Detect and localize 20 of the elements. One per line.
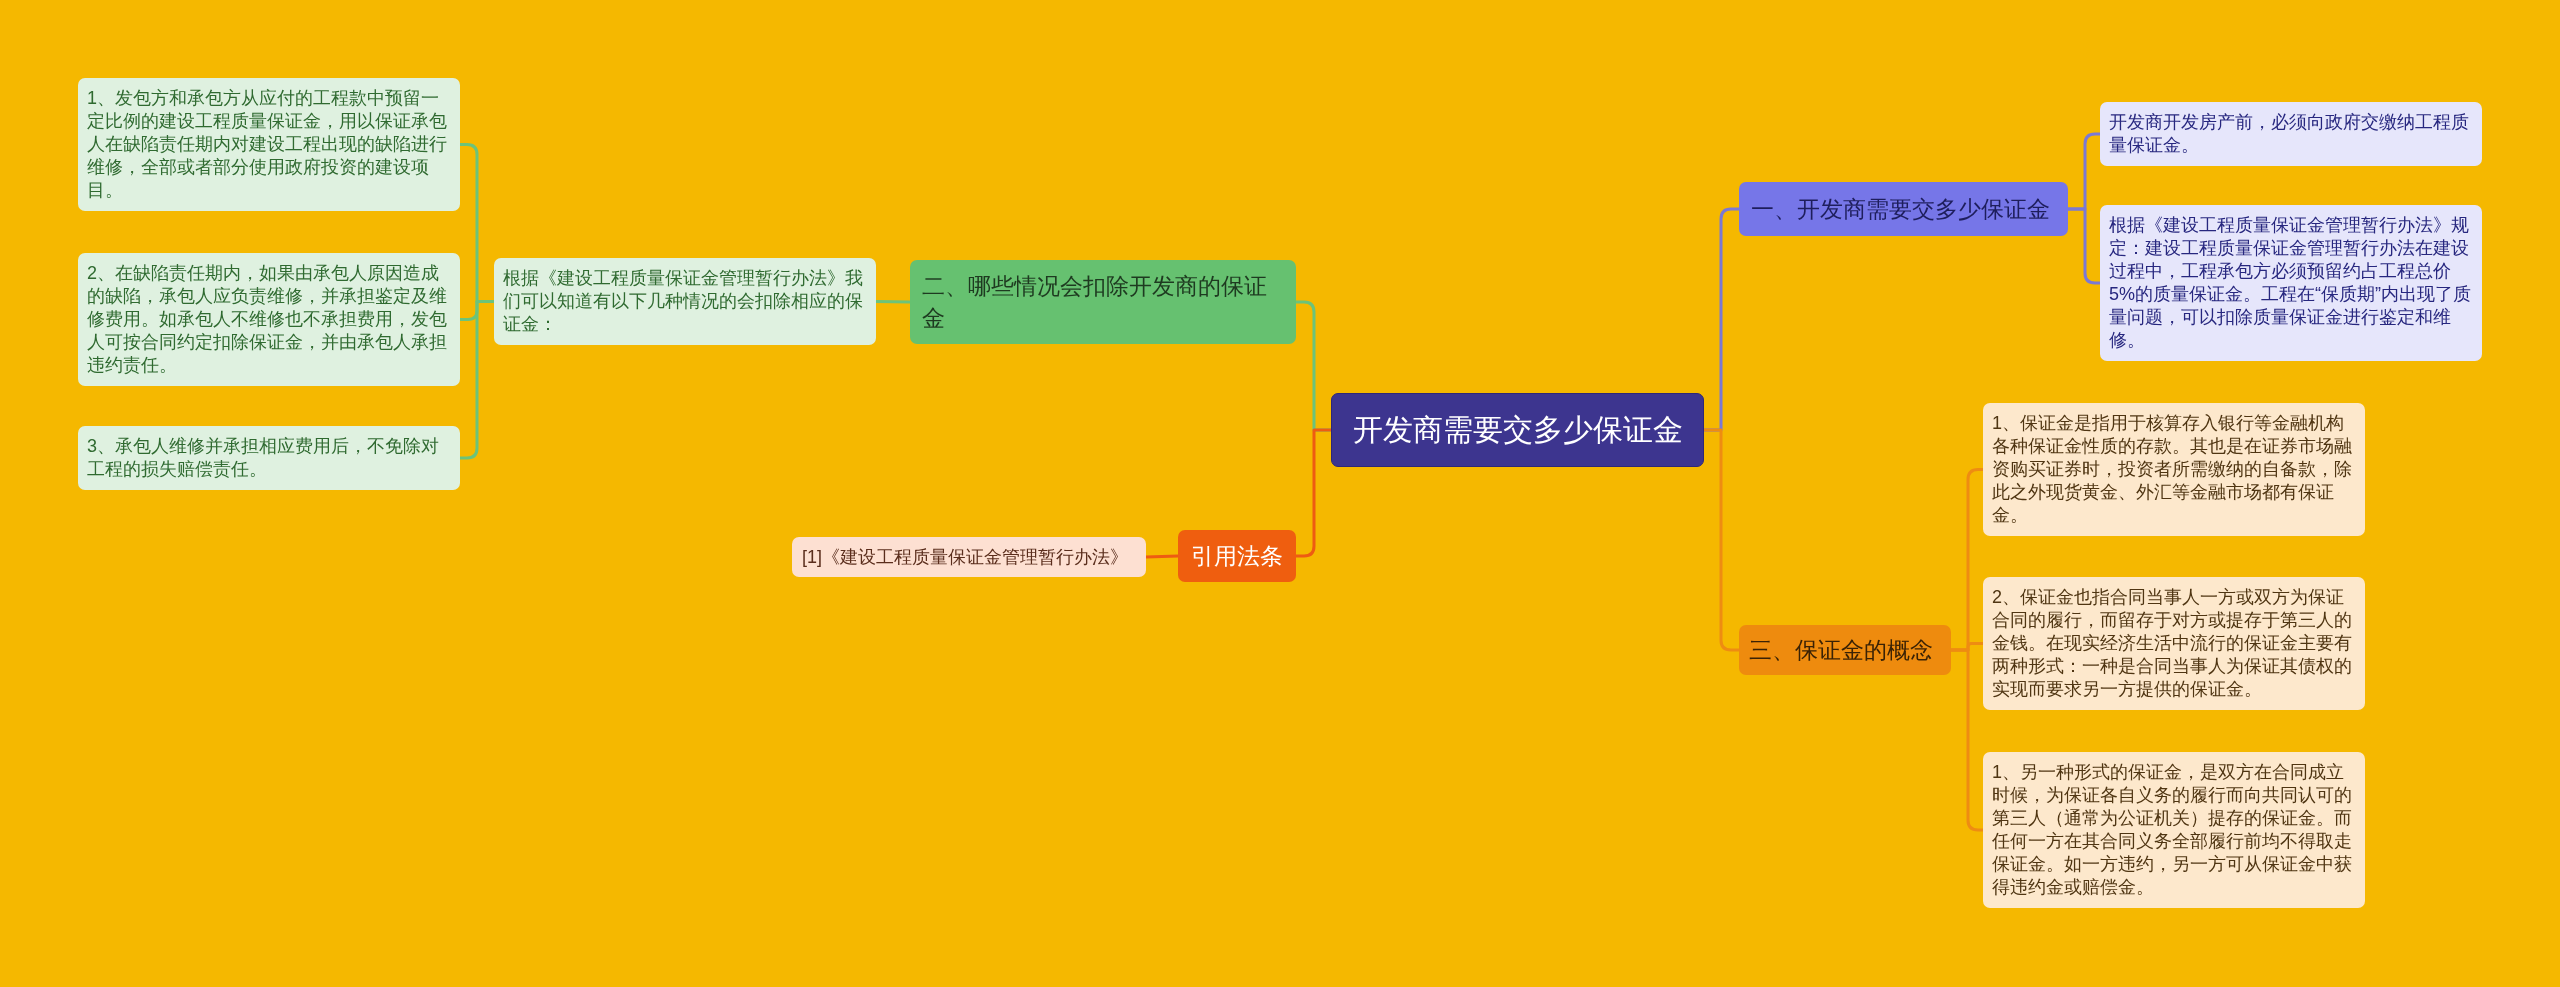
note-box: 根据《建设工程质量保证金管理暂行办法》规定：建设工程质量保证金管理暂行办法在建设过程中，工程承包方必须预留约占工程总价5%的质量保证金。工程在“保质期”内出现了质量问题，可以扣除质量保证金进行鉴定和维修。 [2100,205,2482,361]
connector-line [1951,648,1983,832]
reference-box: [1]《建设工程质量保证金管理暂行办法》 [792,537,1146,577]
branch-topic-box: 引用法条 [1178,530,1296,582]
note-box: 1、保证金是指用于核算存入银行等金融机构各种保证金性质的存款。其也是在证券市场融资购买证券时，投资者所需缴纳的自备款，除此之外现货黄金、外汇等金融市场都有保证金。 [1983,403,2365,536]
branch-topic-box: 二、哪些情况会扣除开发商的保证金 [910,260,1296,344]
note-box: 2、保证金也指合同当事人一方或双方为保证合同的履行，而留存于对方或提存于第三人的金钱。在现实经济生活中流行的保证金主要有两种形式：一种是合同当事人为保证其债权的实现而要求另一方提供的保证金。 [1983,577,2365,710]
note-box: 2、在缺陷责任期内，如果由承包人原因造成的缺陷，承包人应负责维修，并承担鉴定及维修费用。如承包人不维修也不承担费用，发包人可按合同约定扣除保证金，并由承包人承担违约责任。 [78,253,460,386]
branch-topic-box: 三、保证金的概念 [1739,625,1951,675]
branch-topic-box: 一、开发商需要交多少保证金 [1739,182,2068,236]
connector-line [1296,428,1331,558]
central-topic-box: 开发商需要交多少保证金 [1331,393,1704,467]
note-box: 1、另一种形式的保证金，是双方在合同成立时候，为保证各自义务的履行而向共同认可的第三人（通常为公证机关）提存的保证金。而任何一方在其合同义务全部履行前均不得取走保证金。如一方违约，另一方可从保证金中获得违约金或赔偿金。 [1983,752,2365,908]
note-box: 1、发包方和承包方从应付的工程款中预留一定比例的建设工程质量保证金，用以保证承包人在缺陷责任期内对建设工程出现的缺陷进行维修，全部或者部分使用政府投资的建设项目。 [78,78,460,211]
connector-line [875,300,911,304]
connector-line [1704,428,1739,652]
note-box: 3、承包人维修并承担相应费用后，不免除对工程的损失赔偿责任。 [78,426,460,490]
note-box: 开发商开发房产前，必须向政府交缴纳工程质量保证金。 [2100,102,2482,166]
connector-line [1145,554,1179,559]
note-box: 根据《建设工程质量保证金管理暂行办法》我们可以知道有以下几种情况的会扣除相应的保证金： [494,258,876,345]
